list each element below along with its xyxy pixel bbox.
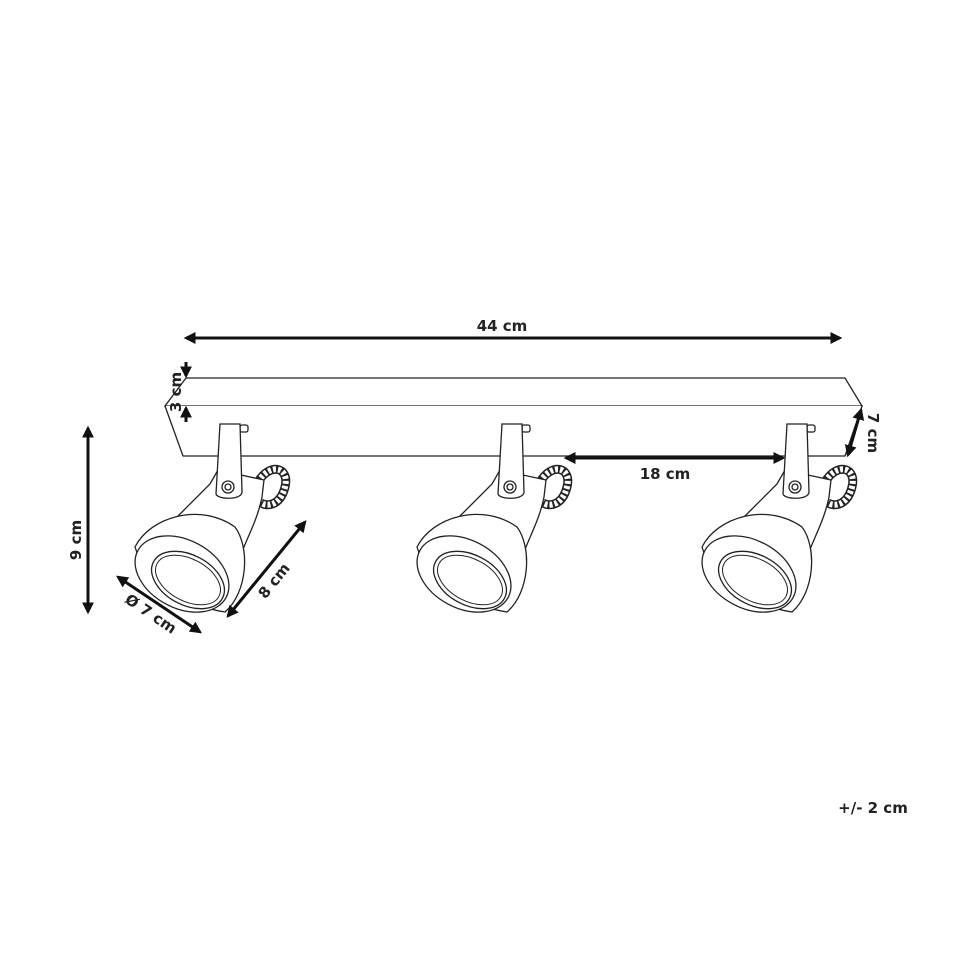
shade-length-label: 8 cm [254,560,293,603]
width-label: 44 cm [477,317,528,335]
tolerance-note: +/- 2 cm [838,799,908,817]
depth-label: 7 cm [864,413,882,453]
diameter-arrow [116,575,202,634]
shade-length-arrow [226,520,307,618]
spacing-label: 18 cm [640,465,691,483]
depth-arrow [844,407,865,458]
height-label: 9 cm [67,520,85,560]
bar-height-label: 3 cm [167,372,185,412]
